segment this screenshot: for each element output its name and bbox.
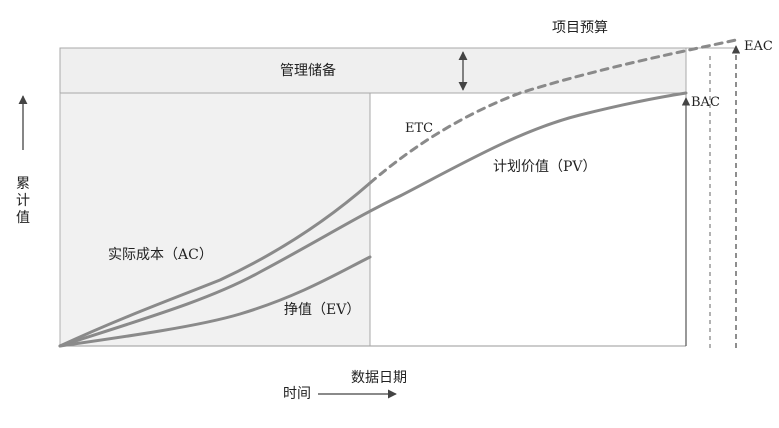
etc-dashed-curve — [368, 38, 738, 185]
ev-label: 挣值（EV） — [284, 302, 361, 318]
data-date-label: 数据日期 — [351, 370, 407, 386]
etc-label: ETC — [405, 121, 434, 136]
bac-label: BAC — [691, 95, 720, 110]
y-axis-label: 累计值 — [16, 176, 30, 226]
pv-curve — [58, 91, 688, 348]
project-budget-label: 项目预算 — [552, 20, 608, 36]
ac-label: 实际成本（AC） — [108, 247, 213, 263]
management-reserve-label: 管理储备 — [280, 63, 336, 79]
management-reserve-band — [59, 47, 687, 94]
plot-area-left — [60, 93, 370, 346]
eac-label: EAC — [744, 39, 773, 54]
pv-label: 计划价值（PV） — [493, 159, 597, 175]
plot-area-right — [370, 93, 686, 346]
ev-curve — [58, 255, 372, 348]
time-label: 时间 — [283, 386, 311, 402]
ac-curve — [58, 181, 372, 348]
